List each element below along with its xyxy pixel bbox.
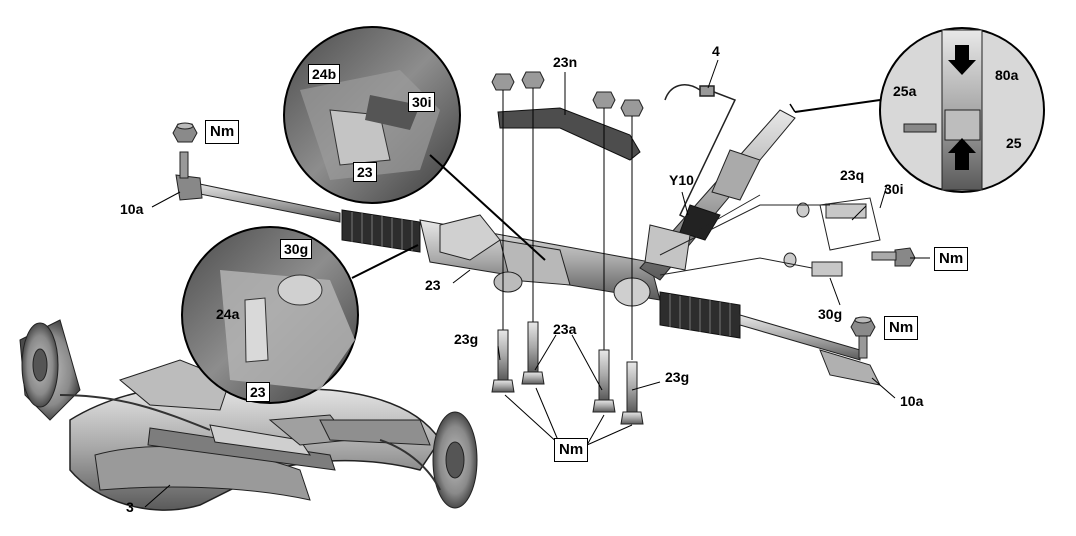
torque-spec-left-nut: Nm: [205, 120, 240, 144]
label-30g-inset: 30g: [280, 239, 313, 259]
label-10a-left: 10a: [120, 201, 144, 217]
torque-spec-right-nut: Nm: [884, 316, 919, 340]
label-24b: 24b: [308, 64, 341, 84]
bracket-23n: [491, 71, 644, 360]
sensor-wire-4: [664, 84, 737, 221]
label-3: 3: [126, 499, 134, 515]
subframe-assembly: [19, 319, 478, 511]
mounting-bolts: [491, 321, 644, 425]
left-tie-rod-nut: [172, 122, 198, 143]
label-Y10: Y10: [669, 172, 694, 188]
right-tie-rod-nut: [850, 316, 876, 359]
torque-spec-mounting-bolts: Nm: [554, 438, 589, 462]
label-23g-left: 23g: [454, 331, 479, 347]
label-24a: 24a: [216, 306, 240, 322]
label-23n: 23n: [553, 54, 578, 70]
label-80a: 80a: [995, 67, 1019, 83]
leader-lines: [144, 59, 930, 508]
label-23q: 23q: [840, 167, 865, 183]
label-23-inset-middle: 23: [246, 382, 270, 402]
pipe-bracket-23q: [659, 194, 916, 277]
inset-circle-top-right: [789, 27, 1045, 193]
steering-rack: [175, 109, 881, 386]
label-10a-right: 10a: [900, 393, 924, 409]
label-23-inset-top: 23: [353, 162, 377, 182]
label-25a: 25a: [893, 83, 917, 99]
label-23g-right: 23g: [665, 369, 690, 385]
label-4: 4: [712, 43, 720, 59]
inset-circle-middle-left: [181, 226, 419, 404]
label-30i: 30i: [884, 181, 904, 197]
label-25: 25: [1006, 135, 1022, 151]
label-30g: 30g: [818, 306, 843, 322]
label-23-rack: 23: [425, 277, 441, 293]
label-30i-inset: 30i: [408, 92, 436, 112]
torque-spec-bracket-bolt: Nm: [934, 247, 969, 271]
label-23a: 23a: [553, 321, 577, 337]
